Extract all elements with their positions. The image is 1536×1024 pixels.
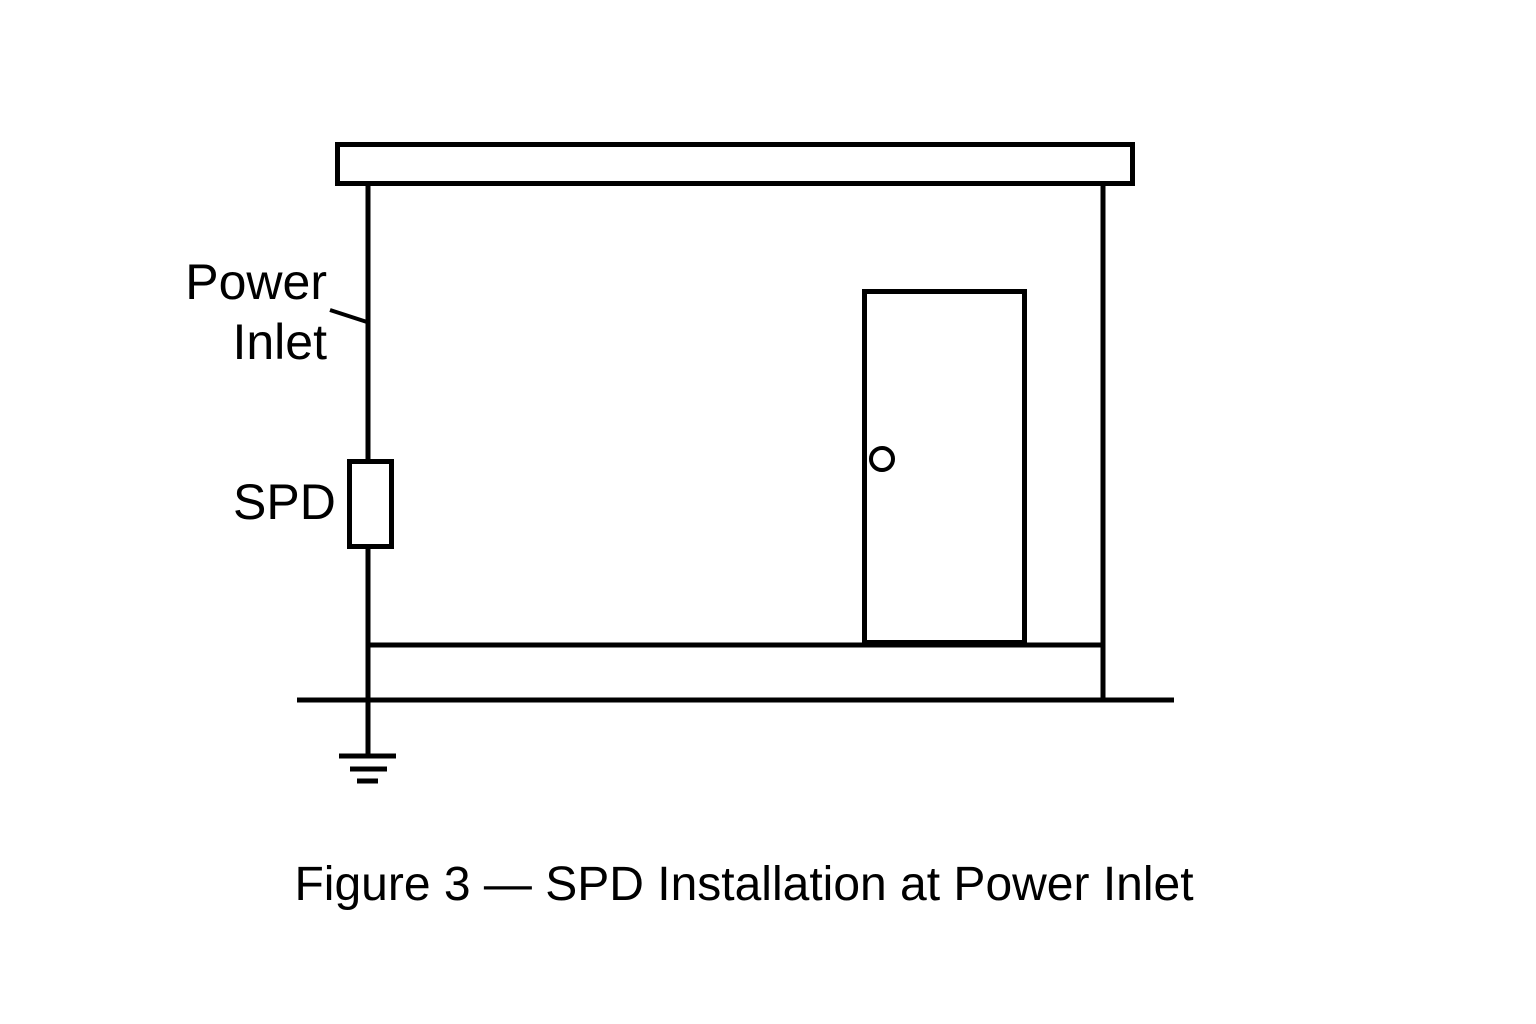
power-inlet-leader-line [329,308,368,324]
spd-label: SPD [233,474,336,530]
door-knob-icon [869,446,895,472]
figure-caption: Figure 3 — SPD Installation at Power Inl… [294,858,1194,911]
power-inlet-label-line1: Power [185,254,327,310]
roof [335,142,1135,186]
spd-box [347,459,394,549]
power-inlet-label: Power Inlet [100,252,327,372]
ground-symbol-icon [339,753,396,784]
power-inlet-label-line2: Inlet [232,314,327,370]
